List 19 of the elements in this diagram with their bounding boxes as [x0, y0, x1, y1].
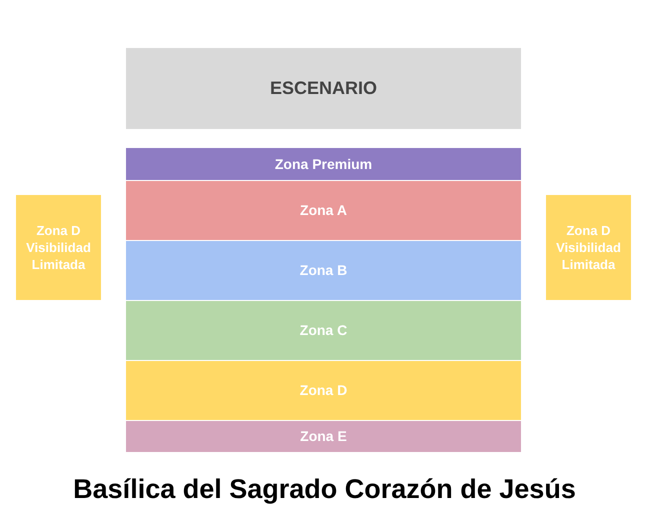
venue-caption: Basílica del Sagrado Corazón de Jesús	[72, 474, 577, 505]
zone-label: Zona C	[300, 322, 348, 339]
side-seating-zone	[16, 195, 101, 300]
zone-label: Zona D Visibilidad Limitada	[555, 222, 622, 273]
seating-zone	[126, 241, 521, 300]
seating-zone	[126, 361, 521, 420]
zone-label: Zona D	[300, 382, 348, 399]
zone-label: Zona B	[300, 262, 348, 279]
side-seating-zone	[546, 195, 631, 300]
seating-zone	[126, 421, 521, 452]
zone-label: Zona A	[300, 202, 347, 219]
zone-label: ESCENARIO	[270, 80, 377, 97]
zone-label: Zona Premium	[274, 156, 372, 172]
zone-label: Zona E	[300, 428, 347, 445]
seating-zone	[126, 148, 521, 180]
stage-area	[126, 48, 521, 129]
seating-zone	[126, 301, 521, 360]
zone-label: Zona D Visibilidad Limitada	[25, 222, 92, 273]
seating-zone	[126, 181, 521, 240]
